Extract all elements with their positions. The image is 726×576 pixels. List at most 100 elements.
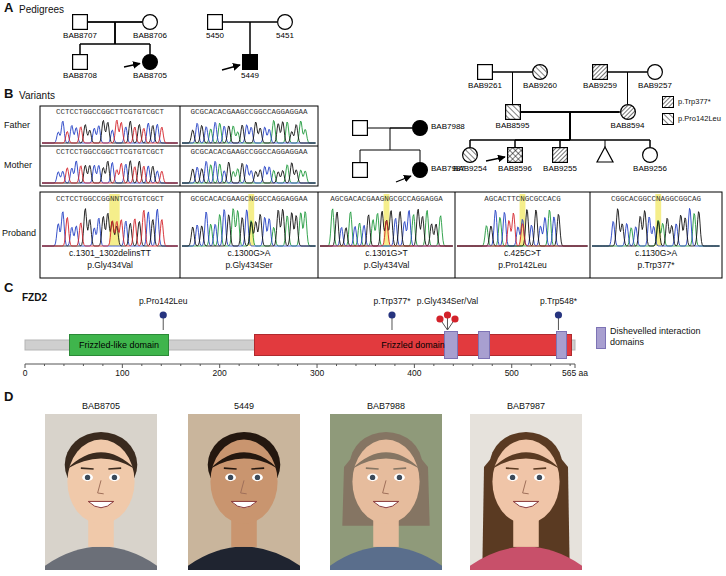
chromatogram-trace <box>182 210 316 246</box>
pupil <box>255 475 260 480</box>
eye <box>225 474 236 482</box>
dishevelled-domain <box>478 331 491 359</box>
male-square <box>505 105 520 120</box>
symbol-frame <box>277 14 293 30</box>
chromatogram-trace <box>320 221 453 246</box>
pedigree-individual: BAB9254 <box>462 147 478 163</box>
panel-letter: C <box>4 281 13 296</box>
female-circle <box>278 15 293 30</box>
variant-protein: p.Trp377* <box>637 261 674 271</box>
chromatogram-trace <box>457 213 588 246</box>
axis-tick-mark <box>297 364 298 366</box>
eye <box>82 474 93 482</box>
pedigree-individual: BAB8707 <box>72 14 88 30</box>
variant-grid <box>40 106 722 278</box>
pupil <box>370 475 375 480</box>
grid-line <box>318 192 319 278</box>
pedigree-individual: 5451 <box>277 14 293 30</box>
dna-sequence: CCTCCTGGCCGGCTTCGTGTCGCT <box>56 148 164 157</box>
individual-id: BAB8707 <box>63 32 97 41</box>
axis-tick-mark <box>239 364 240 366</box>
axis-tick-mark <box>531 364 532 366</box>
axis-tick-mark <box>492 364 493 366</box>
axis-tick: 300 <box>310 369 324 379</box>
sibship-line <box>360 150 390 151</box>
legend-text: p.Pro142Leu <box>678 113 721 125</box>
mutation-label: p.Trp377* <box>373 297 410 307</box>
legend-swatch <box>662 113 674 125</box>
female-circle <box>648 65 663 80</box>
eye <box>394 474 405 482</box>
chromatogram-trace <box>457 210 588 246</box>
chromatogram-trace <box>182 120 316 143</box>
chromatogram-trace <box>320 209 453 246</box>
axis-tick-mark <box>433 364 434 366</box>
domain-name: Frizzled domain <box>381 340 445 350</box>
individual-id: BAB9261 <box>468 82 502 91</box>
chromatogram-trace <box>42 209 178 246</box>
symbol-frame <box>507 147 523 163</box>
individual-id: BAB8596 <box>498 165 532 174</box>
pedigree-individual: BAB8705 <box>142 54 158 70</box>
female-circle <box>620 105 635 120</box>
eye <box>367 474 378 482</box>
grid-line <box>40 146 318 147</box>
individual-id: 5449 <box>241 72 259 81</box>
chromatogram-trace <box>182 161 316 183</box>
brow <box>393 467 406 469</box>
female-circle <box>413 121 428 136</box>
dna-sequence: CCTCCTGGCCGGNNTCGTGTCGCT <box>56 195 164 204</box>
female-circle <box>533 65 548 80</box>
axis-tick-mark <box>472 364 473 366</box>
brow <box>251 467 264 469</box>
symbol-frame <box>412 120 428 136</box>
eye <box>534 474 545 482</box>
hatch-sample <box>663 97 674 108</box>
legend-text: Dishevelled interaction domains <box>610 326 720 348</box>
legend-item: p.Pro142Leu <box>662 113 721 125</box>
protein-domain: Frizzled-like domain <box>69 334 169 356</box>
individual-id: 5450 <box>206 32 224 41</box>
gene-name: FZD2 <box>22 292 47 304</box>
pedigree-line <box>570 112 650 147</box>
lollipop-dot <box>388 311 395 318</box>
eye <box>252 474 263 482</box>
axis-tick: 400 <box>407 369 421 379</box>
grid-line <box>590 192 591 278</box>
individual-id: BAB9257 <box>638 82 672 91</box>
photo-background <box>470 414 582 570</box>
shirt <box>45 547 157 570</box>
symbol-frame <box>477 64 493 80</box>
photo-caption: BAB7987 <box>507 401 545 411</box>
dna-sequence: GCGCACACGAAGCCGGCCAGGAGGAA <box>190 148 307 157</box>
panel-letter: D <box>4 390 13 405</box>
symbol-frame <box>242 54 258 70</box>
variant-protein: p.Pro142Leu <box>498 261 547 271</box>
female-circle <box>463 148 478 163</box>
pupil <box>112 475 117 480</box>
symbol-frame <box>552 147 568 163</box>
pedigree-individual: BAB8594 <box>620 104 636 120</box>
mouth <box>88 501 114 507</box>
individual-id: BAB7988 <box>431 123 465 132</box>
male-square <box>73 15 88 30</box>
chromatogram-trace <box>42 161 178 183</box>
nose <box>523 480 529 493</box>
photo-background <box>330 414 442 570</box>
symbol-frame <box>72 14 88 30</box>
brow <box>224 467 237 469</box>
variant-protein: p.Gly434Val <box>364 261 410 271</box>
shirt <box>188 547 300 570</box>
individual-id: BAB8706 <box>133 32 167 41</box>
pupil <box>228 475 233 480</box>
pedigree-individual: BAB7988 <box>412 120 428 136</box>
brow <box>506 467 519 469</box>
hatch-sample <box>663 114 674 125</box>
symbol-frame <box>592 64 608 80</box>
shirt <box>330 547 442 570</box>
photo-background <box>188 414 300 570</box>
brow <box>533 467 546 469</box>
chromatogram-trace <box>42 120 178 143</box>
symbol-frame <box>72 54 88 70</box>
male-square <box>478 65 493 80</box>
